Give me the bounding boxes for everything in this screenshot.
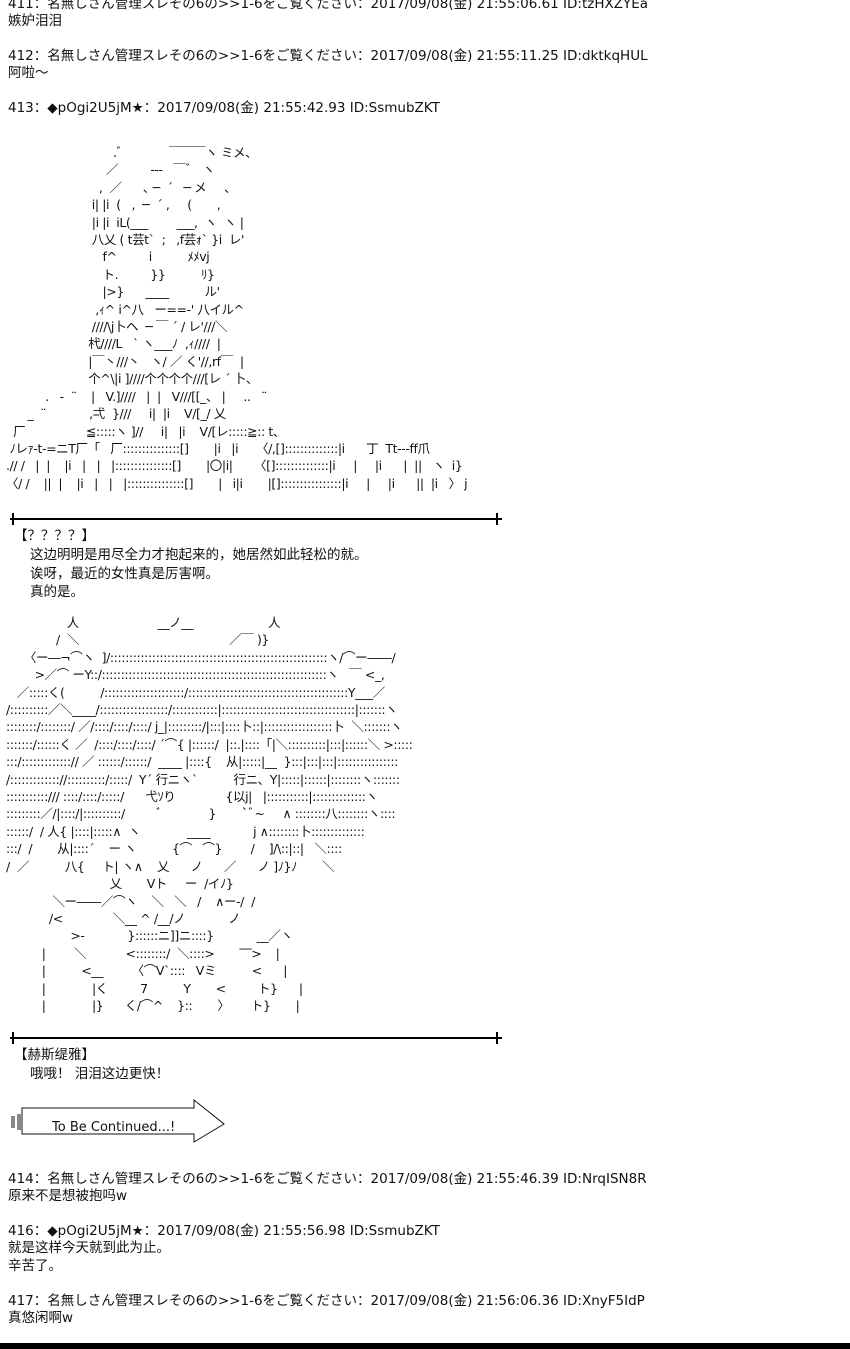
post-body: 辛苦了。: [8, 1258, 62, 1274]
post-header: 414：名無しさん管理スレその6の>>1-6をご覧ください：2017/09/08…: [8, 1171, 647, 1187]
divider-tick: [496, 1032, 498, 1044]
post-header: 416：◆pOgi2U5jM★：2017/09/08(金) 21:55:56.9…: [8, 1223, 440, 1239]
divider-tick: [496, 513, 498, 525]
ascii-art-scene2: 人 __ノ__ 人 / ＼ ／￣ )} 〈ー―¬⌒ヽ ]/:::::::::::…: [6, 615, 413, 1013]
dialogue-line: 真的是。: [30, 584, 84, 600]
post-header: 411：名無しさん管理スレその6の>>1-6をご覧ください：2017/09/08…: [8, 0, 649, 12]
post-header: 417：名無しさん管理スレその6の>>1-6をご覧ください：2017/09/08…: [8, 1293, 645, 1309]
speaker-name: 【？？？？】: [14, 528, 95, 544]
post-header: 412：名無しさん管理スレその6の>>1-6をご覧ください：2017/09/08…: [8, 48, 648, 64]
scene-divider: [10, 1037, 502, 1039]
page-bottom-border: [0, 1343, 850, 1349]
post-body: 原来不是想被抱吗w: [8, 1188, 128, 1204]
post-header: 413：◆pOgi2U5jM★：2017/09/08(金) 21:55:42.9…: [8, 100, 440, 116]
dialogue-line: 哦哦！ 泪泪这边更快！: [30, 1066, 170, 1082]
ascii-art-scene1: .ﾞ ￣￣￣ヽ ミメ、 ／ --- ￣ﾞ ヽ , ／ ､ ─ ´ ─ メ 、 i…: [6, 145, 468, 491]
post-body: 就是这样今天就到此为止。: [8, 1240, 170, 1256]
divider-tick: [12, 1032, 14, 1044]
post-body: 真悠闲啊w: [8, 1310, 74, 1326]
post-body: 嫉妒泪泪: [8, 13, 62, 29]
to-be-continued-arrow-icon: [11, 1098, 225, 1143]
speaker-name: 【赫斯缇雅】: [14, 1047, 95, 1063]
post-body: 阿啦～: [8, 65, 49, 81]
scene-divider: [10, 518, 502, 520]
to-be-continued-text: To Be Continued...!: [52, 1120, 176, 1135]
divider-tick: [12, 513, 14, 525]
dialogue-line: 诶呀，最近的女性真是厉害啊。: [30, 566, 219, 582]
dialogue-line: 这边明明是用尽全力才抱起来的，她居然如此轻松的就。: [30, 547, 368, 563]
